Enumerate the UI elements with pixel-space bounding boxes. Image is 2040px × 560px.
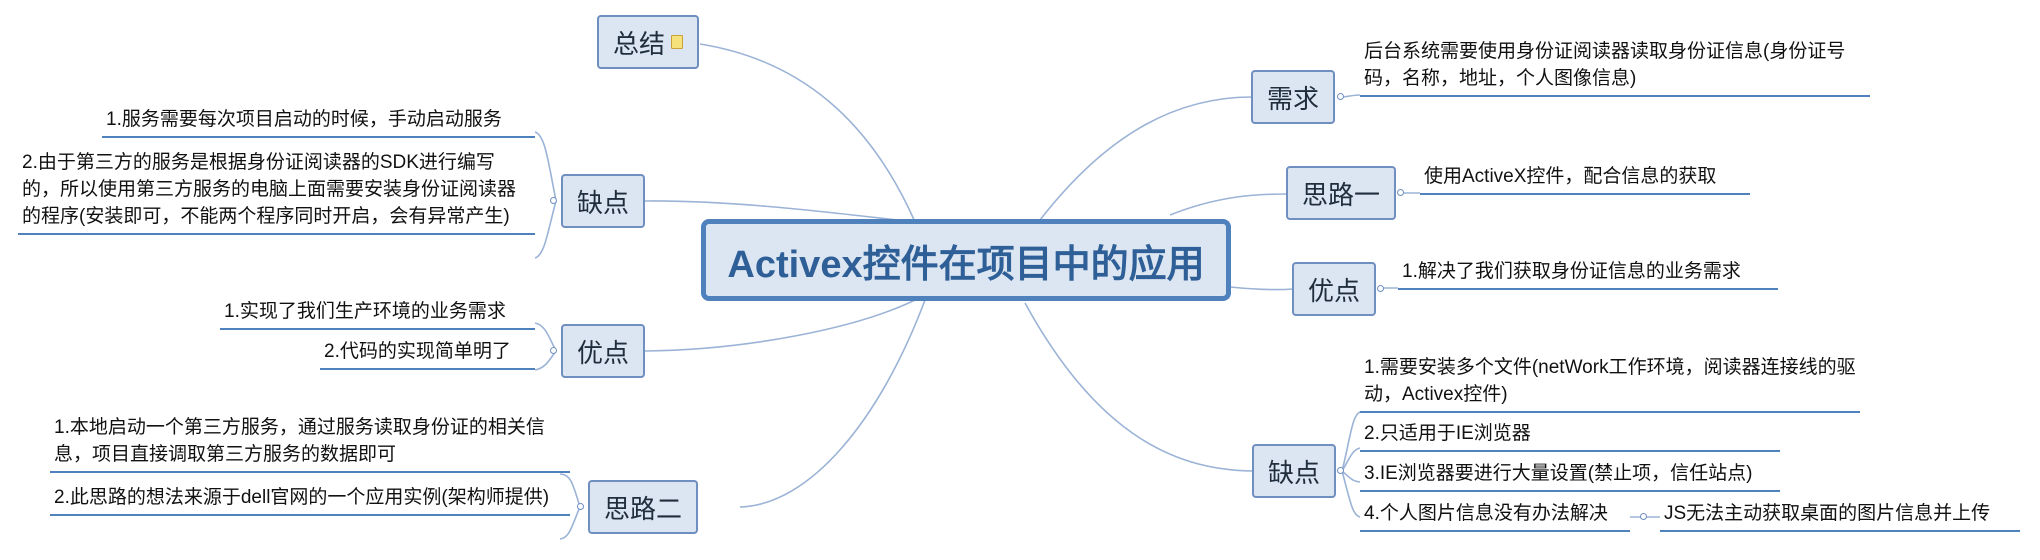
right-cons-leaf-2-text: 2.只适用于IE浏览器 <box>1364 423 1531 444</box>
link-right-idea1 <box>1169 193 1288 216</box>
link-right-pros <box>1229 286 1294 291</box>
right-pros-label: 优点 <box>1307 275 1360 306</box>
link-summary <box>699 43 916 223</box>
left-idea2-leaf-1-text: 1.本地启动一个第三方服务，通过服务读取身份证的相关信息，项目直接调取第三方服务… <box>54 417 545 465</box>
right-idea1-collapse-icon[interactable] <box>1397 189 1404 196</box>
link-right-cons <box>1024 302 1254 472</box>
left-idea2-leaf-2: 2.此思路的想法来源于dell官网的一个应用实例(架构师提供) <box>50 484 570 516</box>
link-cons-leaf-1 <box>1341 411 1361 472</box>
summary-label: 总结 <box>612 28 665 59</box>
link-cons-leaf-4 <box>1341 470 1361 518</box>
right-pros-leaf: 1.解决了我们获取身份证信息的业务需求 <box>1398 258 1778 290</box>
right-req-label: 需求 <box>1266 83 1319 114</box>
central-topic-label: Activex控件在项目中的应用 <box>727 243 1205 286</box>
right-cons-leaf-4-text: 4.个人图片信息没有办法解决 <box>1364 503 1608 524</box>
right-cons-leaf-2: 2.只适用于IE浏览器 <box>1360 420 1780 452</box>
right-idea1-leaf-text: 使用ActiveX控件，配合信息的获取 <box>1424 166 1717 187</box>
link-cons-leaf-2 <box>1341 447 1361 472</box>
left-idea2-collapse-icon[interactable] <box>577 503 584 510</box>
right-idea1-label: 思路一 <box>1301 179 1380 210</box>
left-pros-node[interactable]: 优点 <box>561 324 645 378</box>
right-cons-subleaf: JS无法主动获取桌面的图片信息并上传 <box>1660 500 2020 532</box>
right-cons-leaf-3: 3.IE浏览器要进行大量设置(禁止项，信任站点) <box>1360 460 1780 492</box>
right-pros-node[interactable]: 优点 <box>1292 262 1376 316</box>
link-lcons-leaf-2 <box>534 200 557 259</box>
link-left-cons <box>644 200 916 223</box>
right-idea1-node[interactable]: 思路一 <box>1286 166 1396 220</box>
left-pros-leaf-2-text: 2.代码的实现简单明了 <box>324 341 511 362</box>
right-idea1-leaf: 使用ActiveX控件，配合信息的获取 <box>1420 163 1750 195</box>
link-idea2-leaf-2 <box>559 506 581 540</box>
left-cons-leaf-2-text: 2.由于第三方的服务是根据身份证阅读器的SDK进行编写的，所以使用第三方服务的电… <box>22 152 517 227</box>
left-pros-leaf-1: 1.实现了我们生产环境的业务需求 <box>220 298 535 330</box>
link-lcons-leaf-1 <box>534 131 557 202</box>
left-pros-leaf-1-text: 1.实现了我们生产环境的业务需求 <box>224 301 506 322</box>
link-idea2-leaf-1 <box>559 473 581 508</box>
central-topic[interactable]: Activex控件在项目中的应用 <box>701 219 1231 301</box>
link-cons-leaf-3 <box>1341 470 1361 483</box>
left-cons-leaf-1: 1.服务需要每次项目启动的时候，手动启动服务 <box>102 106 535 138</box>
link-left-pros <box>644 294 926 352</box>
left-idea2-leaf-2-text: 2.此思路的想法来源于dell官网的一个应用实例(架构师提供) <box>54 487 550 508</box>
link-left-idea2 <box>739 299 926 508</box>
right-cons-leaf-1-text: 1.需要安装多个文件(netWork工作环境，阅读器连接线的驱动，Activex… <box>1364 357 1856 405</box>
right-cons-leaf-4-collapse-icon[interactable] <box>1640 513 1647 520</box>
left-pros-collapse-icon[interactable] <box>550 347 557 354</box>
left-cons-leaf-1-text: 1.服务需要每次项目启动的时候，手动启动服务 <box>106 109 502 130</box>
link-right-req <box>1039 96 1253 221</box>
right-cons-leaf-4: 4.个人图片信息没有办法解决 <box>1360 500 1630 532</box>
left-cons-leaf-2: 2.由于第三方的服务是根据身份证阅读器的SDK进行编写的，所以使用第三方服务的电… <box>18 149 535 235</box>
right-req-leaf: 后台系统需要使用身份证阅读器读取身份证信息(身份证号码，名称，地址，个人图像信息… <box>1360 38 1870 97</box>
right-cons-subleaf-text: JS无法主动获取桌面的图片信息并上传 <box>1664 503 1991 524</box>
right-pros-collapse-icon[interactable] <box>1377 285 1384 292</box>
summary-node[interactable]: 总结 <box>597 15 699 69</box>
left-idea2-node[interactable]: 思路二 <box>588 480 698 534</box>
left-idea2-leaf-1: 1.本地启动一个第三方服务，通过服务读取身份证的相关信息，项目直接调取第三方服务… <box>50 414 570 473</box>
left-pros-label: 优点 <box>576 337 629 368</box>
left-cons-label: 缺点 <box>576 187 629 218</box>
left-cons-node[interactable]: 缺点 <box>561 174 645 228</box>
right-req-node[interactable]: 需求 <box>1251 70 1335 124</box>
right-req-collapse-icon[interactable] <box>1337 93 1344 100</box>
right-cons-leaf-1: 1.需要安装多个文件(netWork工作环境，阅读器连接线的驱动，Activex… <box>1360 354 1860 413</box>
right-cons-node[interactable]: 缺点 <box>1252 444 1336 498</box>
right-cons-collapse-icon[interactable] <box>1337 467 1344 474</box>
right-cons-label: 缺点 <box>1267 457 1320 488</box>
right-pros-leaf-text: 1.解决了我们获取身份证信息的业务需求 <box>1402 261 1741 282</box>
note-icon <box>671 35 683 49</box>
left-pros-leaf-2: 2.代码的实现简单明了 <box>320 338 535 370</box>
left-idea2-label: 思路二 <box>603 493 682 524</box>
right-cons-leaf-3-text: 3.IE浏览器要进行大量设置(禁止项，信任站点) <box>1364 463 1753 484</box>
left-cons-collapse-icon[interactable] <box>550 197 557 204</box>
right-req-leaf-text: 后台系统需要使用身份证阅读器读取身份证信息(身份证号码，名称，地址，个人图像信息… <box>1364 41 1846 89</box>
